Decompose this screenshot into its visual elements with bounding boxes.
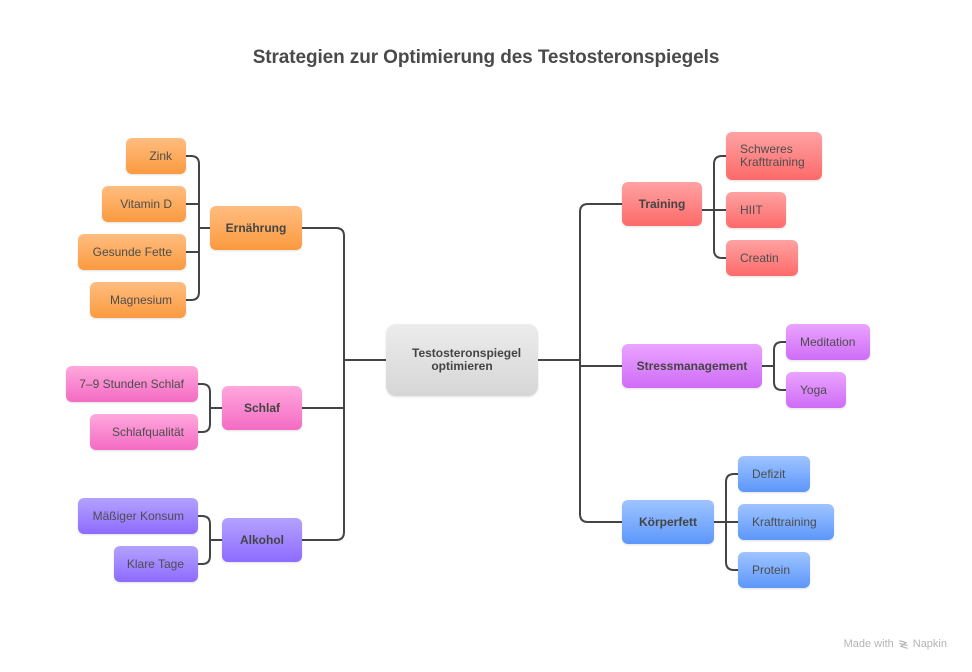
connector-alkohol-bracket: [191, 515, 211, 565]
branch-koerperfett[interactable]: Körperfett: [622, 500, 714, 544]
branch-label: Ernährung: [225, 220, 287, 235]
leaf-hiit[interactable]: HIIT: [726, 192, 786, 228]
leaf-label: Yoga: [800, 382, 827, 397]
root-node[interactable]: Testosteronspiegel optimieren: [386, 324, 538, 396]
leaf-label: HIIT: [740, 202, 763, 217]
leaf-label: Vitamin D: [120, 196, 172, 211]
made-with-napkin[interactable]: Made with Napkin: [844, 638, 947, 650]
branch-label: Schlaf: [243, 400, 280, 415]
diagram-title: Strategien zur Optimierung des Testoster…: [252, 47, 720, 68]
napkin-brand: Napkin: [912, 638, 947, 650]
branch-ernaehrung[interactable]: Ernährung: [210, 206, 302, 250]
leaf-label: Zink: [149, 148, 172, 163]
leaf-meditation[interactable]: Meditation: [786, 324, 870, 360]
branch-label: Körperfett: [638, 514, 697, 529]
leaf-schlafqualitaet[interactable]: Schlafqualität: [90, 414, 198, 450]
connector-ernaehrung-bracket: [179, 155, 200, 301]
leaf-label: Gesunde Fette: [92, 244, 172, 259]
leaf-vitamin-d[interactable]: Vitamin D: [102, 186, 186, 222]
leaf-label: Mäßiger Konsum: [92, 508, 184, 523]
leaf-krafttraining[interactable]: Krafttraining: [738, 504, 834, 540]
leaf-gesunde-fette[interactable]: Gesunde Fette: [78, 234, 186, 270]
leaf-stunden-schlaf[interactable]: 7–9 Stunden Schlaf: [66, 366, 198, 402]
branch-label: Alkohol: [240, 532, 284, 547]
leaf-label: Creatin: [740, 250, 779, 265]
leaf-label: Magnesium: [109, 292, 172, 307]
branch-schlaf[interactable]: Schlaf: [222, 386, 302, 430]
leaf-label: Meditation: [800, 334, 856, 349]
leaf-label: Protein: [752, 562, 791, 577]
napkin-logo-icon: [898, 639, 908, 649]
branch-alkohol[interactable]: Alkohol: [222, 518, 302, 562]
connector-schlaf-bracket: [191, 383, 211, 433]
leaf-label: Krafttraining: [752, 514, 817, 529]
leaf-schweres-krafttraining[interactable]: Schweres Krafttraining: [726, 132, 822, 180]
leaf-yoga[interactable]: Yoga: [786, 372, 846, 408]
connector-training-bracket: [713, 155, 733, 259]
connector-stress-bracket: [773, 341, 793, 391]
connector-right-trunk: [579, 203, 623, 523]
leaf-creatin[interactable]: Creatin: [726, 240, 798, 276]
leaf-zink[interactable]: Zink: [126, 138, 186, 174]
leaf-label: Schlafqualität: [111, 424, 184, 439]
leaf-magnesium[interactable]: Magnesium: [90, 282, 186, 318]
root-label: Testosteronspiegel optimieren: [412, 346, 522, 373]
leaf-klare-tage[interactable]: Klare Tage: [114, 546, 198, 582]
branch-label: Stressmanagement: [636, 358, 748, 373]
connector-left-trunk: [301, 227, 345, 541]
leaf-maessiger-konsum[interactable]: Mäßiger Konsum: [78, 498, 198, 534]
branch-stressmanagement[interactable]: Stressmanagement: [622, 344, 762, 388]
branch-label: Training: [638, 196, 686, 211]
leaf-protein[interactable]: Protein: [738, 552, 810, 588]
made-with-label: Made with: [843, 638, 894, 650]
leaf-label: Defizit: [752, 466, 786, 481]
leaf-label: Schweres Krafttraining: [740, 142, 805, 169]
leaf-defizit[interactable]: Defizit: [738, 456, 810, 492]
leaf-label: Klare Tage: [126, 556, 184, 571]
leaf-label: 7–9 Stunden Schlaf: [79, 376, 184, 391]
branch-training[interactable]: Training: [622, 182, 702, 226]
